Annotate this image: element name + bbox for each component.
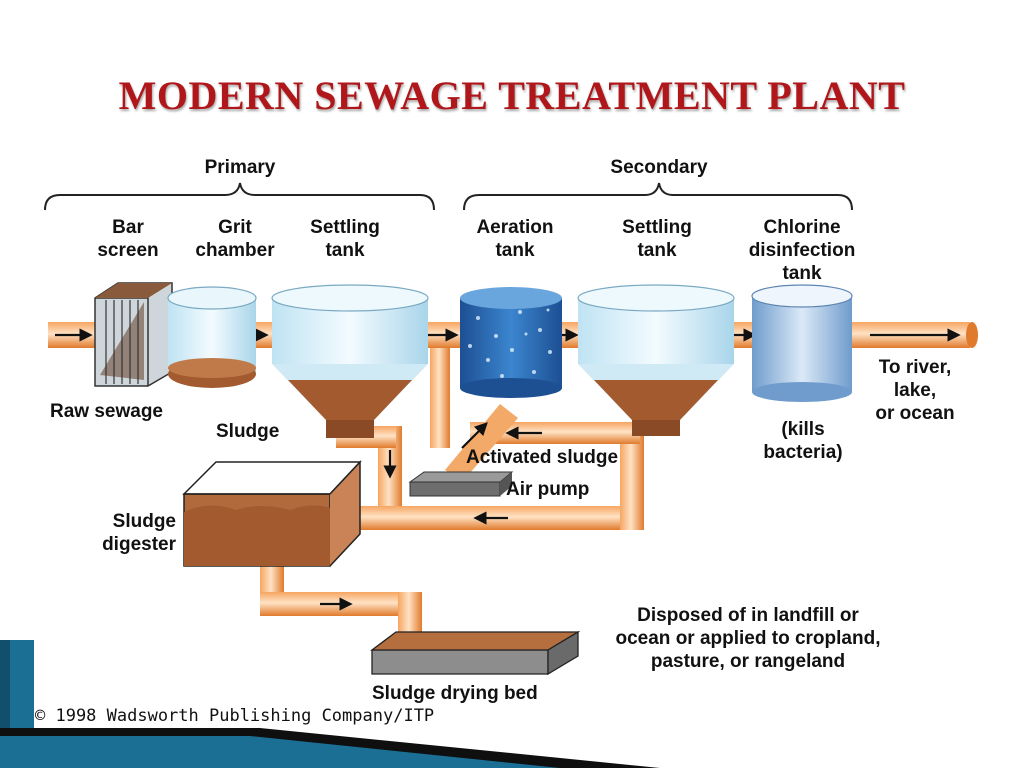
sludge-drying-bed (370, 630, 581, 676)
section-label-secondary: Secondary (610, 157, 708, 178)
sludge-digester (182, 460, 362, 567)
section-label-primary: Primary (204, 157, 276, 178)
secondary-brace (463, 182, 853, 211)
primary-brace (44, 182, 435, 211)
label-sludge-drying-bed: Sludge drying bed (372, 683, 538, 704)
chlorine-tank (751, 284, 853, 402)
label-activated-sludge: Activated sludge (466, 447, 619, 468)
copyright-notice: © 1998 Wadsworth Publishing Company/ITP (35, 706, 435, 726)
slide-bottom-accent (0, 728, 660, 768)
grit-chamber (167, 286, 257, 388)
aeration-tank (460, 287, 562, 398)
label-sludge: Sludge (216, 421, 280, 442)
page-title: MODERN SEWAGE TREATMENT PLANT (118, 73, 906, 118)
label-air-pump: Air pump (506, 479, 590, 500)
settling-tank-1 (271, 284, 429, 438)
settling-tank-2 (577, 284, 735, 436)
label-to-river: To river,lake,or ocean (875, 357, 955, 424)
sludge-arrows (320, 422, 542, 611)
bar-screen (94, 282, 173, 387)
air-pump (408, 471, 514, 497)
label-raw-sewage: Raw sewage (50, 401, 163, 422)
sludge-pipes (260, 348, 644, 652)
